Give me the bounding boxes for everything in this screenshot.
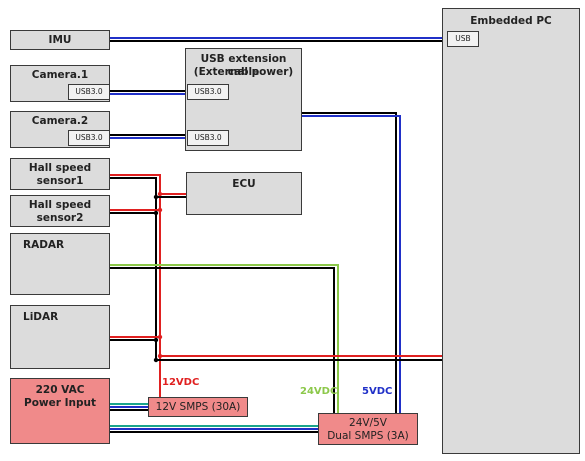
camera2-box: Camera.2 USB3.0	[10, 111, 110, 148]
camera1-title: Camera.1	[31, 69, 89, 81]
imu-box: IMU	[10, 30, 110, 50]
lidar-box: LiDAR	[10, 305, 110, 369]
label-24vdc: 24VDC	[300, 386, 338, 397]
smps-dual-line2: Dual SMPS (3A)	[327, 430, 409, 442]
smps-dual-box: 24V/5V Dual SMPS (3A)	[318, 413, 418, 445]
lidar-title: LiDAR	[23, 311, 59, 323]
hall-sensor2-box: Hall speed sensor2	[10, 195, 110, 227]
usb-ext-to-pc-wire	[302, 112, 401, 413]
label-5vdc: 5VDC	[362, 386, 393, 397]
hall2-wire	[110, 209, 160, 214]
imu-title: IMU	[48, 34, 72, 46]
pc-usb-port: USB	[447, 31, 479, 47]
ecu-wire	[156, 193, 186, 198]
smps12-title: 12V SMPS (30A)	[155, 401, 241, 413]
embedded-pc-title: Embedded PC	[470, 15, 552, 27]
hall-sensor1-box: Hall speed sensor1	[10, 158, 110, 190]
usb-extension-box: USB extension cable (External power) USB…	[185, 48, 302, 151]
imu-usb-wire	[110, 37, 448, 42]
camera1-usb-port: USB3.0	[68, 84, 110, 100]
hall1-line2: sensor1	[36, 175, 84, 187]
camera2-usb-wire	[110, 134, 185, 139]
usb-ext-port-2: USB3.0	[187, 130, 229, 146]
hall2-line2: sensor2	[36, 212, 84, 224]
camera1-box: Camera.1 USB3.0	[10, 65, 110, 102]
label-12vdc: 12VDC	[162, 377, 200, 388]
power-line1: 220 VAC	[35, 384, 85, 396]
junction-dots	[153, 191, 163, 363]
hall1-line1: Hall speed	[28, 162, 92, 174]
lidar-power-wire	[110, 336, 160, 341]
usb-ext-title-line1: USB extension cable	[200, 53, 287, 78]
pc-power-wire	[156, 355, 442, 361]
camera2-title: Camera.2	[31, 115, 89, 127]
hall2-line1: Hall speed	[28, 199, 92, 211]
ecu-title: ECU	[232, 178, 256, 190]
ac-input-wire	[110, 403, 318, 433]
usb-ext-title-line2: (External power)	[193, 66, 294, 78]
radar-power-wire	[110, 264, 339, 413]
smps-dual-line1: 24V/5V	[349, 417, 387, 429]
radar-box: RADAR	[10, 233, 110, 295]
power-line2: Power Input	[24, 397, 96, 409]
camera1-usb-wire	[110, 90, 185, 95]
hall1-wire	[110, 174, 161, 400]
usb-ext-port-1: USB3.0	[187, 84, 229, 100]
camera2-usb-port: USB3.0	[68, 130, 110, 146]
radar-title: RADAR	[23, 239, 65, 251]
ecu-box: ECU	[186, 172, 302, 215]
power-input-box: 220 VAC Power Input	[10, 378, 110, 444]
embedded-pc-box: Embedded PC USB	[442, 8, 580, 454]
smps-12v-box: 12V SMPS (30A)	[148, 397, 248, 417]
